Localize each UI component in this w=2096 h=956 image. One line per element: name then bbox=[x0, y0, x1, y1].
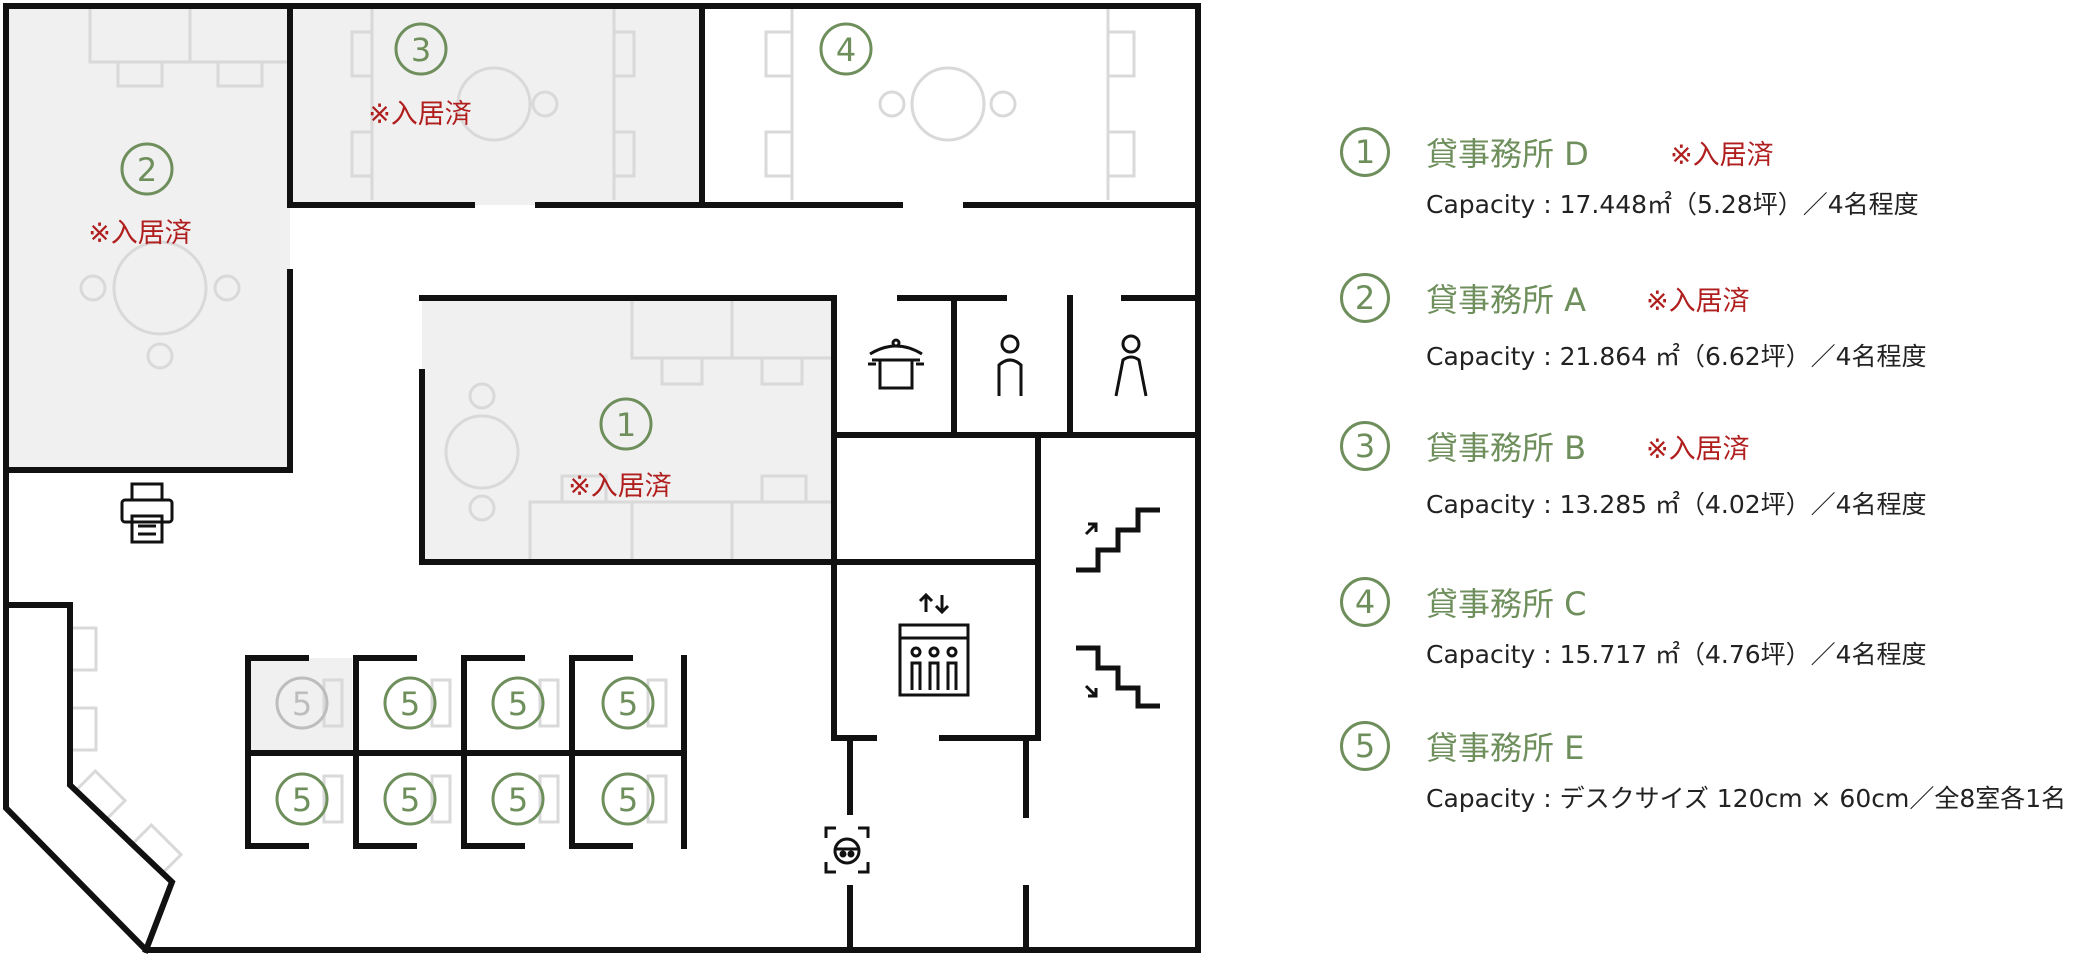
booth-number: 5 bbox=[508, 685, 528, 723]
female-restroom-icon bbox=[1114, 334, 1148, 397]
booth-badge-ring bbox=[491, 772, 545, 826]
booth-badge-ring bbox=[275, 676, 329, 730]
room-d-badge[interactable]: 1 bbox=[599, 397, 653, 451]
booth-number: 5 bbox=[400, 685, 420, 723]
booth-number: 5 bbox=[292, 781, 312, 819]
stairs-down-icon bbox=[1076, 645, 1160, 709]
legend-title: 貸事務所 C bbox=[1426, 585, 1587, 623]
legend-title: 貸事務所 E bbox=[1426, 729, 1585, 767]
booth-number: 5 bbox=[618, 685, 638, 723]
room-a-status: ※入居済 bbox=[88, 218, 192, 249]
booth-badge-ring bbox=[275, 772, 329, 826]
booth-badge[interactable]: 5 bbox=[491, 772, 545, 826]
booth-number: 5 bbox=[292, 685, 312, 723]
booth-badge[interactable]: 5 bbox=[601, 772, 655, 826]
booth-badge-ring bbox=[601, 676, 655, 730]
legend-badge: 5 bbox=[1340, 721, 1390, 771]
room-b-number: 3 bbox=[411, 31, 431, 69]
booth-number: 5 bbox=[508, 781, 528, 819]
booth-badge[interactable]: 5 bbox=[601, 676, 655, 730]
face-recognition-icon bbox=[824, 826, 870, 874]
room-a-area[interactable] bbox=[6, 6, 290, 470]
legend-badge: 4 bbox=[1340, 577, 1390, 627]
legend-capacity: Capacity : 17.448㎡（5.28坪）／4名程度 bbox=[1426, 190, 1919, 219]
legend-status: ※入居済 bbox=[1646, 286, 1750, 317]
booth-badge[interactable]: 5 bbox=[491, 676, 545, 730]
legend-item-room-a[interactable]: 2 貸事務所 A ※入居済 Capacity : 21.864 ㎡（6.62坪）… bbox=[1340, 273, 2080, 383]
booth-badges: 5 5 5 5 5 5 5 5 bbox=[275, 676, 655, 826]
legend-capacity: Capacity : 13.285 ㎡（4.02坪）／4名程度 bbox=[1426, 490, 1927, 519]
room-d-number: 1 bbox=[616, 406, 636, 444]
booth-unavailable-area bbox=[250, 658, 352, 750]
legend-item-room-e[interactable]: 5 貸事務所 E Capacity : デスクサイズ 120cm × 60cm／… bbox=[1340, 721, 2080, 831]
booth-number: 5 bbox=[400, 781, 420, 819]
room-a-badge[interactable]: 2 bbox=[120, 142, 174, 196]
legend-status: ※入居済 bbox=[1670, 140, 1774, 171]
booth-badge[interactable]: 5 bbox=[275, 772, 329, 826]
legend-title: 貸事務所 B bbox=[1426, 429, 1587, 467]
legend-status: ※入居済 bbox=[1646, 434, 1750, 465]
booth-badge[interactable]: 5 bbox=[383, 772, 437, 826]
booth-badge-ring bbox=[383, 676, 437, 730]
legend-badge: 1 bbox=[1340, 127, 1390, 177]
room-c-number: 4 bbox=[836, 31, 856, 69]
room-c-badge[interactable]: 4 bbox=[819, 22, 873, 76]
booth-badge[interactable]: 5 bbox=[383, 676, 437, 730]
legend-item-room-b[interactable]: 3 貸事務所 B ※入居済 Capacity : 13.285 ㎡（4.02坪）… bbox=[1340, 421, 2080, 531]
room-labels: 3 ※入居済 4 2 ※入居済 1 ※入居済 bbox=[88, 22, 873, 502]
legend-title: 貸事務所 A bbox=[1426, 281, 1587, 319]
furniture bbox=[68, 6, 1136, 876]
kitchen-pot-icon bbox=[868, 338, 924, 390]
legend-title: 貸事務所 D bbox=[1426, 135, 1589, 173]
printer-icon bbox=[120, 482, 174, 544]
booth-badge-ring bbox=[601, 772, 655, 826]
male-restroom-icon bbox=[997, 334, 1023, 396]
legend-capacity: Capacity : 15.717 ㎡（4.76坪）／4名程度 bbox=[1426, 640, 1927, 669]
room-b-status: ※入居済 bbox=[368, 99, 472, 130]
floor-plan: 3 ※入居済 4 2 ※入居済 1 ※入居済 5 5 5 5 5 5 5 5 bbox=[3, 3, 1201, 954]
legend-item-room-c[interactable]: 4 貸事務所 C Capacity : 15.717 ㎡（4.76坪）／4名程度 bbox=[1340, 577, 2080, 687]
booth-badge-ring bbox=[383, 772, 437, 826]
legend-capacity: Capacity : デスクサイズ 120cm × 60cm／全8室各1名 bbox=[1426, 784, 2067, 813]
room-d-status: ※入居済 bbox=[568, 471, 672, 502]
stairs-up-icon bbox=[1076, 507, 1160, 573]
walls bbox=[3, 3, 1201, 954]
booth-badge-ring bbox=[491, 676, 545, 730]
booth-badge[interactable]: 5 bbox=[275, 676, 329, 730]
room-b-badge[interactable]: 3 bbox=[394, 22, 448, 76]
legend: 1 貸事務所 D ※入居済 Capacity : 17.448㎡（5.28坪）／… bbox=[1340, 0, 2080, 956]
legend-badge: 2 bbox=[1340, 273, 1390, 323]
legend-badge: 3 bbox=[1340, 421, 1390, 471]
booth-number: 5 bbox=[618, 781, 638, 819]
legend-item-room-d[interactable]: 1 貸事務所 D ※入居済 Capacity : 17.448㎡（5.28坪）／… bbox=[1340, 127, 2080, 237]
elevator-icon bbox=[898, 592, 970, 697]
room-a-number: 2 bbox=[137, 151, 157, 189]
legend-capacity: Capacity : 21.864 ㎡（6.62坪）／4名程度 bbox=[1426, 342, 1927, 371]
